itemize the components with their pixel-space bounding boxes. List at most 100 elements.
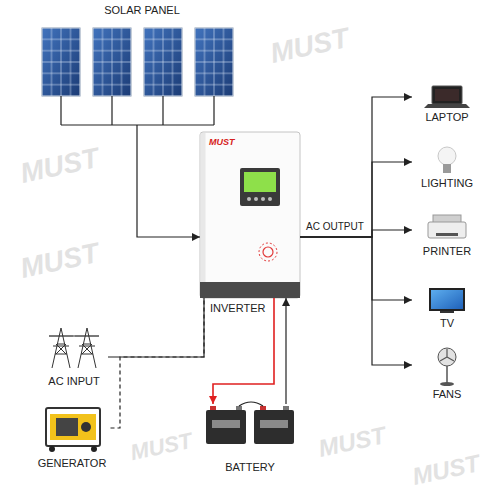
load-device: PRINTER — [412, 212, 482, 258]
component-label: AC INPUT — [48, 375, 99, 388]
component-label: GENERATOR — [38, 457, 107, 470]
output-label: AC OUTPUT — [306, 221, 364, 233]
battery-icons — [236, 406, 242, 410]
generator-icon — [46, 408, 100, 446]
solar-panels — [144, 28, 182, 96]
component-label: SOLAR PANEL — [104, 4, 180, 17]
solar-panels — [42, 28, 80, 96]
component-label: BATTERY — [225, 461, 275, 474]
tv-icon — [430, 289, 464, 310]
watermark: MUST — [18, 237, 102, 285]
inverter-body — [259, 243, 277, 261]
inverter-body — [254, 197, 258, 201]
inverter-body — [261, 197, 265, 201]
connector — [300, 237, 412, 300]
printer-icon — [436, 233, 458, 236]
solar-panels — [42, 28, 233, 125]
load-device: TV — [412, 286, 482, 330]
component-label: LIGHTING — [421, 177, 473, 190]
bulb-icon — [438, 147, 456, 173]
connector — [300, 162, 412, 237]
generator-icon — [46, 408, 100, 452]
load-device: LIGHTING — [412, 144, 482, 190]
connector — [137, 125, 200, 237]
connector — [108, 298, 204, 357]
inverter-body — [268, 197, 272, 201]
load-device: FANS — [412, 346, 482, 401]
inverter-body — [263, 247, 273, 257]
generator-icon — [49, 446, 55, 452]
battery-bank: BATTERY — [200, 404, 300, 474]
watermark: MUST — [316, 421, 388, 462]
tv-icon — [430, 289, 464, 313]
solar-panels — [42, 28, 80, 96]
watermark: MUST — [18, 142, 102, 190]
fan-icon — [440, 382, 454, 386]
bulb-icon — [443, 164, 451, 173]
solar-panels — [195, 28, 233, 96]
inverter-unit: INVERTER — [200, 132, 300, 298]
transmission-towers — [75, 328, 99, 368]
fan-icon — [438, 348, 456, 366]
battery-icons — [254, 410, 294, 444]
transmission-towers — [49, 328, 99, 368]
inverter-body — [240, 168, 280, 206]
battery-icons — [283, 406, 289, 410]
watermark: MUST — [410, 449, 482, 490]
transmission-towers — [49, 328, 73, 368]
laptop-icon — [424, 104, 470, 108]
generator-icon — [91, 446, 97, 452]
inverter-body — [200, 132, 300, 298]
battery-icons — [206, 410, 246, 444]
printer-icon — [428, 222, 466, 238]
generator-icon — [81, 422, 91, 432]
solar-panels — [93, 28, 131, 96]
generator-icon — [50, 414, 96, 440]
battery-icons — [260, 406, 266, 410]
component-label: FANS — [433, 388, 462, 401]
solar-panels — [195, 28, 233, 96]
battery-icons — [206, 402, 294, 444]
printer-icon — [428, 215, 466, 238]
solar-panels — [144, 28, 182, 96]
solar-panels — [93, 28, 131, 96]
laptop-icon — [435, 89, 459, 101]
bulb-icon — [438, 147, 456, 165]
connector — [300, 97, 412, 237]
generator-icon — [56, 418, 78, 436]
tv-icon — [440, 311, 454, 313]
connector — [285, 298, 286, 404]
solar-panels — [144, 28, 182, 96]
laptop-icon — [432, 86, 462, 104]
component-label: PRINTER — [423, 245, 471, 258]
component-label: LAPTOP — [425, 111, 468, 124]
generator-source: GENERATOR — [34, 400, 111, 470]
connector — [111, 298, 205, 428]
brand-logo: MUST — [209, 137, 235, 147]
transmission-towers — [49, 336, 99, 337]
laptop-icon — [424, 86, 470, 108]
fan-icon — [440, 349, 454, 361]
load-device: LAPTOP — [412, 82, 482, 124]
component-label: INVERTER — [210, 302, 265, 315]
component-label: TV — [440, 317, 454, 330]
solar-panels — [195, 28, 233, 96]
solar-panels — [61, 96, 214, 125]
inverter-body — [200, 282, 300, 298]
solar-array: SOLAR PANEL — [40, 4, 244, 125]
fan-icon — [438, 348, 456, 386]
solar-panels — [93, 28, 131, 96]
watermark: MUST — [128, 428, 194, 466]
fan-icon — [446, 366, 448, 383]
connector — [300, 237, 412, 365]
inverter-body — [201, 133, 206, 282]
grid-source: AC INPUT — [40, 322, 108, 388]
inverter-body — [200, 132, 300, 298]
battery-icons — [239, 402, 263, 406]
battery-icons — [210, 406, 216, 410]
watermark: MUST — [268, 22, 352, 70]
battery-icons — [212, 420, 240, 428]
inverter-body — [247, 197, 251, 201]
solar-panels — [42, 28, 80, 96]
